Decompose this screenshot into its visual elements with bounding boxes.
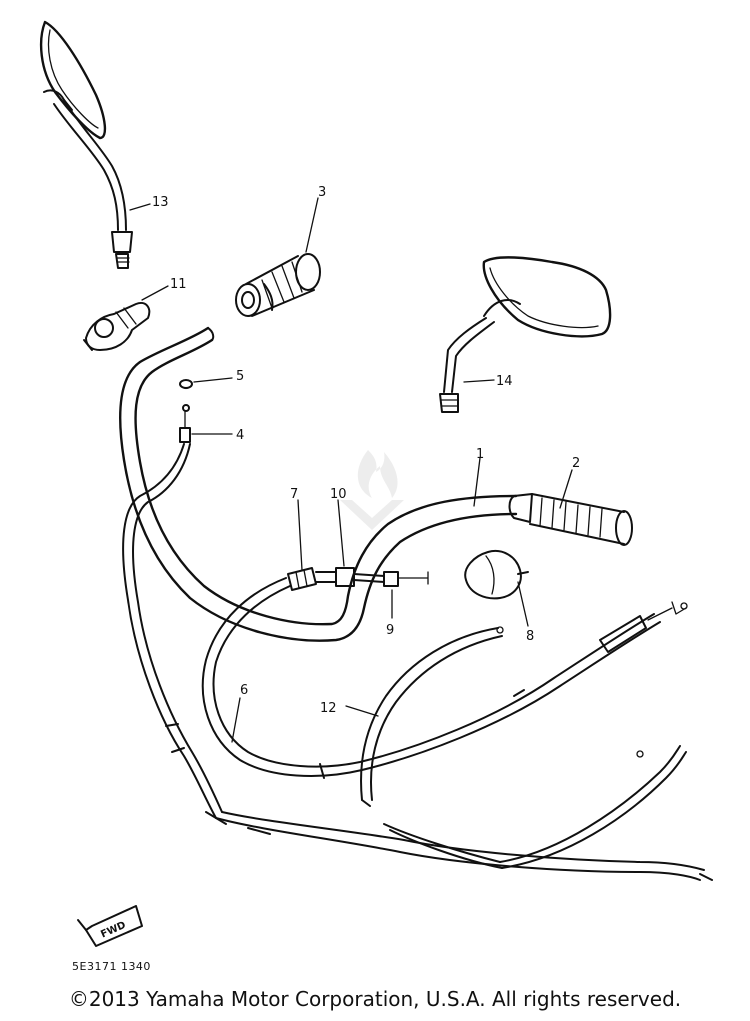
label-13: 14 bbox=[496, 374, 513, 389]
label-8: 8 bbox=[526, 629, 534, 644]
handlebar bbox=[119, 326, 518, 642]
cable-loop bbox=[201, 577, 688, 779]
label-9: 9 bbox=[386, 623, 394, 638]
cable-end bbox=[383, 571, 429, 587]
diagram-code: 5E3171 1340 bbox=[72, 960, 151, 973]
throttle-cable bbox=[122, 443, 713, 881]
part-labels: 13 3 11 5 4 7 10 9 1 2 8 6 12 14 bbox=[152, 185, 580, 716]
clutch-cable bbox=[360, 626, 687, 869]
label-3: 3 bbox=[318, 185, 326, 200]
throttle-grip bbox=[235, 253, 321, 317]
label-6: 6 bbox=[240, 683, 248, 698]
clip bbox=[179, 379, 193, 390]
cable-adjuster bbox=[179, 404, 191, 443]
label-14: 13 bbox=[152, 195, 169, 210]
label-5: 5 bbox=[236, 369, 244, 384]
label-2: 2 bbox=[572, 456, 580, 471]
grip-right bbox=[508, 493, 633, 546]
label-1: 1 bbox=[476, 447, 484, 462]
mirror-right bbox=[439, 256, 612, 413]
leader-lines bbox=[129, 197, 573, 743]
fwd-arrow-icon: FWD bbox=[77, 905, 143, 947]
clutch-cable-part bbox=[287, 567, 317, 591]
watermark-logo bbox=[340, 450, 404, 530]
label-4: 4 bbox=[236, 428, 244, 443]
mirror-left bbox=[39, 20, 133, 269]
cable-joint bbox=[315, 567, 385, 587]
label-10: 10 bbox=[330, 487, 347, 502]
lever-holder-cover bbox=[464, 550, 529, 600]
label-7: 7 bbox=[290, 487, 298, 502]
label-11: 11 bbox=[170, 277, 187, 292]
copyright-notice: ©2013 Yamaha Motor Corporation, U.S.A. A… bbox=[68, 987, 682, 1011]
label-12: 12 bbox=[320, 701, 337, 716]
lever-holder bbox=[83, 302, 151, 351]
